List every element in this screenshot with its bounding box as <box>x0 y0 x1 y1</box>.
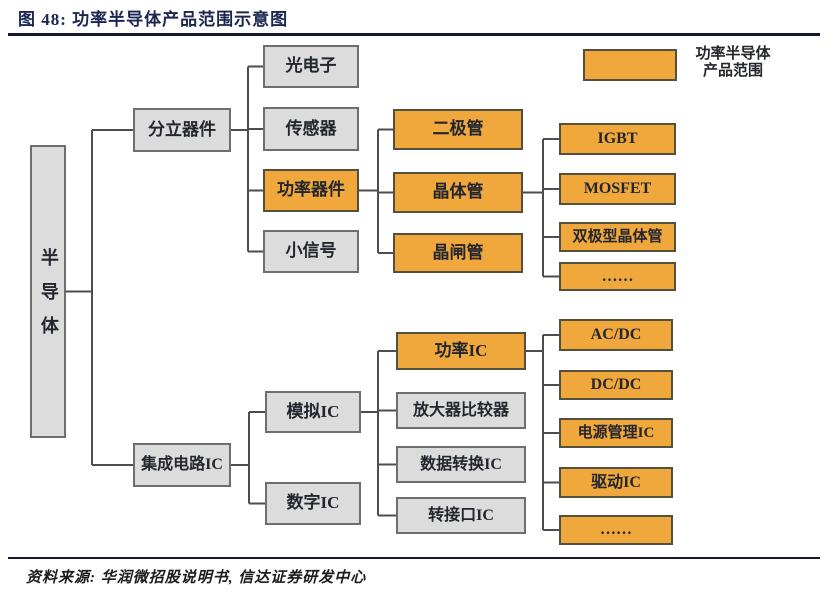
node-semiconductor: 半导体 <box>30 145 66 438</box>
node-data-converter-ic: 数据转换IC <box>396 446 526 483</box>
legend-label-line2: 产品范围 <box>702 63 763 80</box>
connector-analog-ic-children <box>361 350 396 517</box>
connector-root <box>65 129 133 466</box>
node-interface-ic: 转接口IC <box>396 497 526 534</box>
connector-ic-children <box>231 411 265 505</box>
node-optoelectronics: 光电子 <box>263 45 359 88</box>
source-note: 资料来源: 华润微招股说明书, 信达证券研发中心 <box>26 570 367 586</box>
node-transistor: 晶体管 <box>393 172 523 213</box>
node-igbt: IGBT <box>559 123 676 155</box>
node-amp-comparator: 放大器比较器 <box>396 392 526 429</box>
connector-discrete-children <box>231 65 263 253</box>
node-bipolar-transistor: 双极型晶体管 <box>559 222 676 252</box>
node-integrated-circuit: 集成电路IC <box>133 443 231 487</box>
node-diode: 二极管 <box>393 109 523 150</box>
node-analog-ic: 模拟IC <box>265 391 361 433</box>
legend-highlight-swatch <box>583 49 677 81</box>
node-dc-dc: DC/DC <box>559 370 673 400</box>
connector-power-ic-children <box>526 334 559 531</box>
node-sensor: 传感器 <box>263 107 359 151</box>
node-driver-ic: 驱动IC <box>559 467 673 498</box>
node-ic-ellipsis: …… <box>559 515 673 545</box>
node-digital-ic: 数字IC <box>265 482 361 525</box>
node-power-devices: 功率器件 <box>263 169 359 212</box>
node-mosfet: MOSFET <box>559 173 676 205</box>
node-discrete-ellipsis: …… <box>559 262 676 291</box>
figure-title: 图 48: 功率半导体产品范围示意图 <box>18 10 289 29</box>
node-power-ic: 功率IC <box>396 332 526 370</box>
node-small-signal: 小信号 <box>263 230 359 273</box>
connector-transistor-children <box>523 138 559 278</box>
legend-label: 功率半导体 产品范围 <box>681 46 785 81</box>
title-rule <box>8 33 820 36</box>
footer-rule <box>8 557 820 559</box>
legend-label-line1: 功率半导体 <box>695 46 771 62</box>
node-ac-dc: AC/DC <box>559 319 673 351</box>
connector-power-device-children <box>359 128 393 254</box>
node-power-mgmt-ic: 电源管理IC <box>559 418 673 448</box>
node-thyristor: 晶闸管 <box>393 233 523 273</box>
node-discrete-devices: 分立器件 <box>133 108 231 152</box>
